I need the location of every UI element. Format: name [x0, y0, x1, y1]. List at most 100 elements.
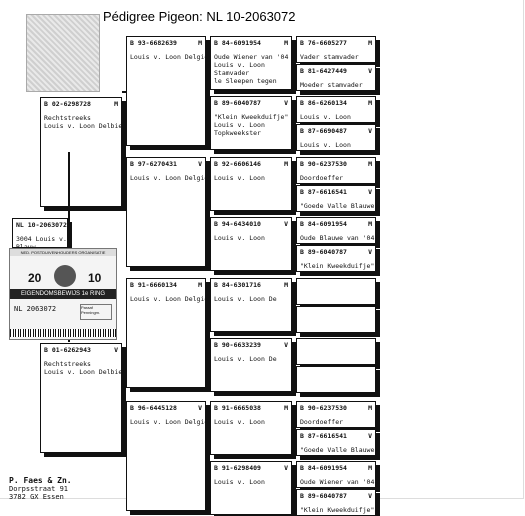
ring-number: B 84-6091954	[300, 464, 347, 472]
box-line: Louis v. Loon	[214, 121, 265, 129]
ring-number: B 92-6606146	[214, 160, 261, 168]
sex-marker: M	[198, 39, 202, 47]
box-line: Louis v. Loon Delgie	[130, 418, 206, 426]
box-line: Doordoeffer	[300, 418, 344, 426]
ring-number: B 84-6091954	[300, 220, 347, 228]
box-line: "Klein Kweekduifje"	[300, 262, 375, 270]
sex-marker: V	[284, 464, 288, 472]
great-great-grandparent-box: B 81-6427449 V Moeder stamvader Louis van L…	[296, 64, 376, 91]
sex-marker: V	[198, 160, 202, 168]
box-header: B 92-6606146 M	[214, 160, 288, 168]
box-header: NL 10-2063072	[16, 221, 67, 229]
great-grandparent-box: B 91-6298409 V Louis v. Loon	[210, 461, 292, 515]
pedigree-connector	[68, 152, 70, 342]
sex-marker: V	[284, 220, 288, 228]
box-line: "Goede Valle Blauwe"	[300, 446, 376, 454]
box-header: B 90-6633239 V	[214, 341, 288, 349]
sex-marker: M	[368, 404, 372, 412]
ring-number: B 91-6298409	[214, 464, 261, 472]
sex-marker: V	[368, 127, 372, 135]
box-line: Louis v. Loon	[300, 113, 351, 121]
sex-marker: M	[368, 160, 372, 168]
box-line: Doordoeffer	[300, 174, 344, 182]
box-line: Blauw	[16, 243, 36, 248]
box-line: "Klein Kweekduifje"	[214, 113, 289, 121]
card-year-right: 10	[88, 271, 102, 285]
ring-number: B 81-6427449	[300, 67, 347, 75]
ring-number: B 86-6260134	[300, 99, 347, 107]
box-line: Oude Wiener van '04	[300, 478, 375, 486]
ring-number: B 90-6237530	[300, 160, 347, 168]
ring-number: B 01-6262943	[44, 346, 91, 354]
great-grandparent-box: B 90-6633239 V Louis v. Loon De	[210, 338, 292, 392]
box-line: Stamvader	[214, 69, 250, 77]
box-line: Louis v. Loon	[214, 418, 265, 426]
box-line: Louis v. Loon Delbie	[44, 368, 122, 376]
card-org: NED. POSTDUIVENHOUDERS ORGANISATIE	[10, 249, 116, 256]
subject-box: NL 10-2063072 3004 Louis v. LoonBlauw	[12, 218, 68, 248]
sex-marker: V	[368, 67, 372, 75]
sex-marker: M	[284, 160, 288, 168]
sex-marker: M	[368, 464, 372, 472]
sex-marker: M	[284, 281, 288, 289]
box-line: Louis v. Loon	[214, 478, 265, 486]
sex-marker: V	[114, 346, 118, 354]
lion-crest-icon	[54, 265, 76, 287]
card-stamp: Paraaf Penningm.	[80, 304, 112, 320]
box-line: Vader stamvader	[300, 53, 359, 61]
ring-number: B 94-6434010	[214, 220, 261, 228]
box-header: B 01-6262943 V	[44, 346, 118, 354]
sex-marker: V	[368, 492, 372, 500]
box-line: Louis v. Loon De	[214, 355, 277, 363]
box-line: Louis v. Loon Delgie	[130, 53, 206, 61]
box-line: Louis v. Loon	[300, 486, 372, 487]
box-line: Louis v. Loon Delgie	[130, 295, 206, 303]
ring-number: B 96-6445128	[130, 404, 177, 412]
box-line: Moeder stamvader	[300, 81, 363, 89]
grandparent-box: B 96-6445128 V Louis v. Loon Delgie	[126, 401, 206, 511]
sex-marker: M	[284, 404, 288, 412]
box-line: 3004 Louis v. Loon	[16, 235, 67, 243]
box-header: B 87-6616541 V	[300, 432, 372, 440]
sex-marker: M	[284, 39, 288, 47]
box-header: B 97-6270431 V	[130, 160, 202, 168]
box-line: Oude Wiener van '04	[214, 53, 289, 61]
ring-number: NL 10-2063072	[16, 221, 67, 229]
ring-number: B 87-6616541	[300, 432, 347, 440]
great-great-grandparent-box	[296, 338, 376, 365]
box-line: Louis van Loon	[300, 61, 372, 62]
sex-marker: M	[114, 100, 118, 108]
sex-marker: V	[198, 404, 202, 412]
club-logo	[26, 14, 100, 92]
ring-number: B 91-6660134	[130, 281, 177, 289]
sex-marker: V	[368, 432, 372, 440]
sex-marker: M	[368, 39, 372, 47]
ring-number: B 97-6270431	[130, 160, 177, 168]
owner-block: P. Faes & Zn. Dorpsstraat 91 3782 GX Ess…	[9, 477, 72, 502]
ring-number: B 90-6633239	[214, 341, 261, 349]
box-line: Louis van Loon	[300, 182, 372, 183]
great-great-grandparent-box	[296, 366, 376, 393]
box-line: Louis van Loon	[300, 426, 372, 427]
box-line: Louis v. Loon	[214, 174, 265, 182]
sex-marker: V	[284, 341, 288, 349]
